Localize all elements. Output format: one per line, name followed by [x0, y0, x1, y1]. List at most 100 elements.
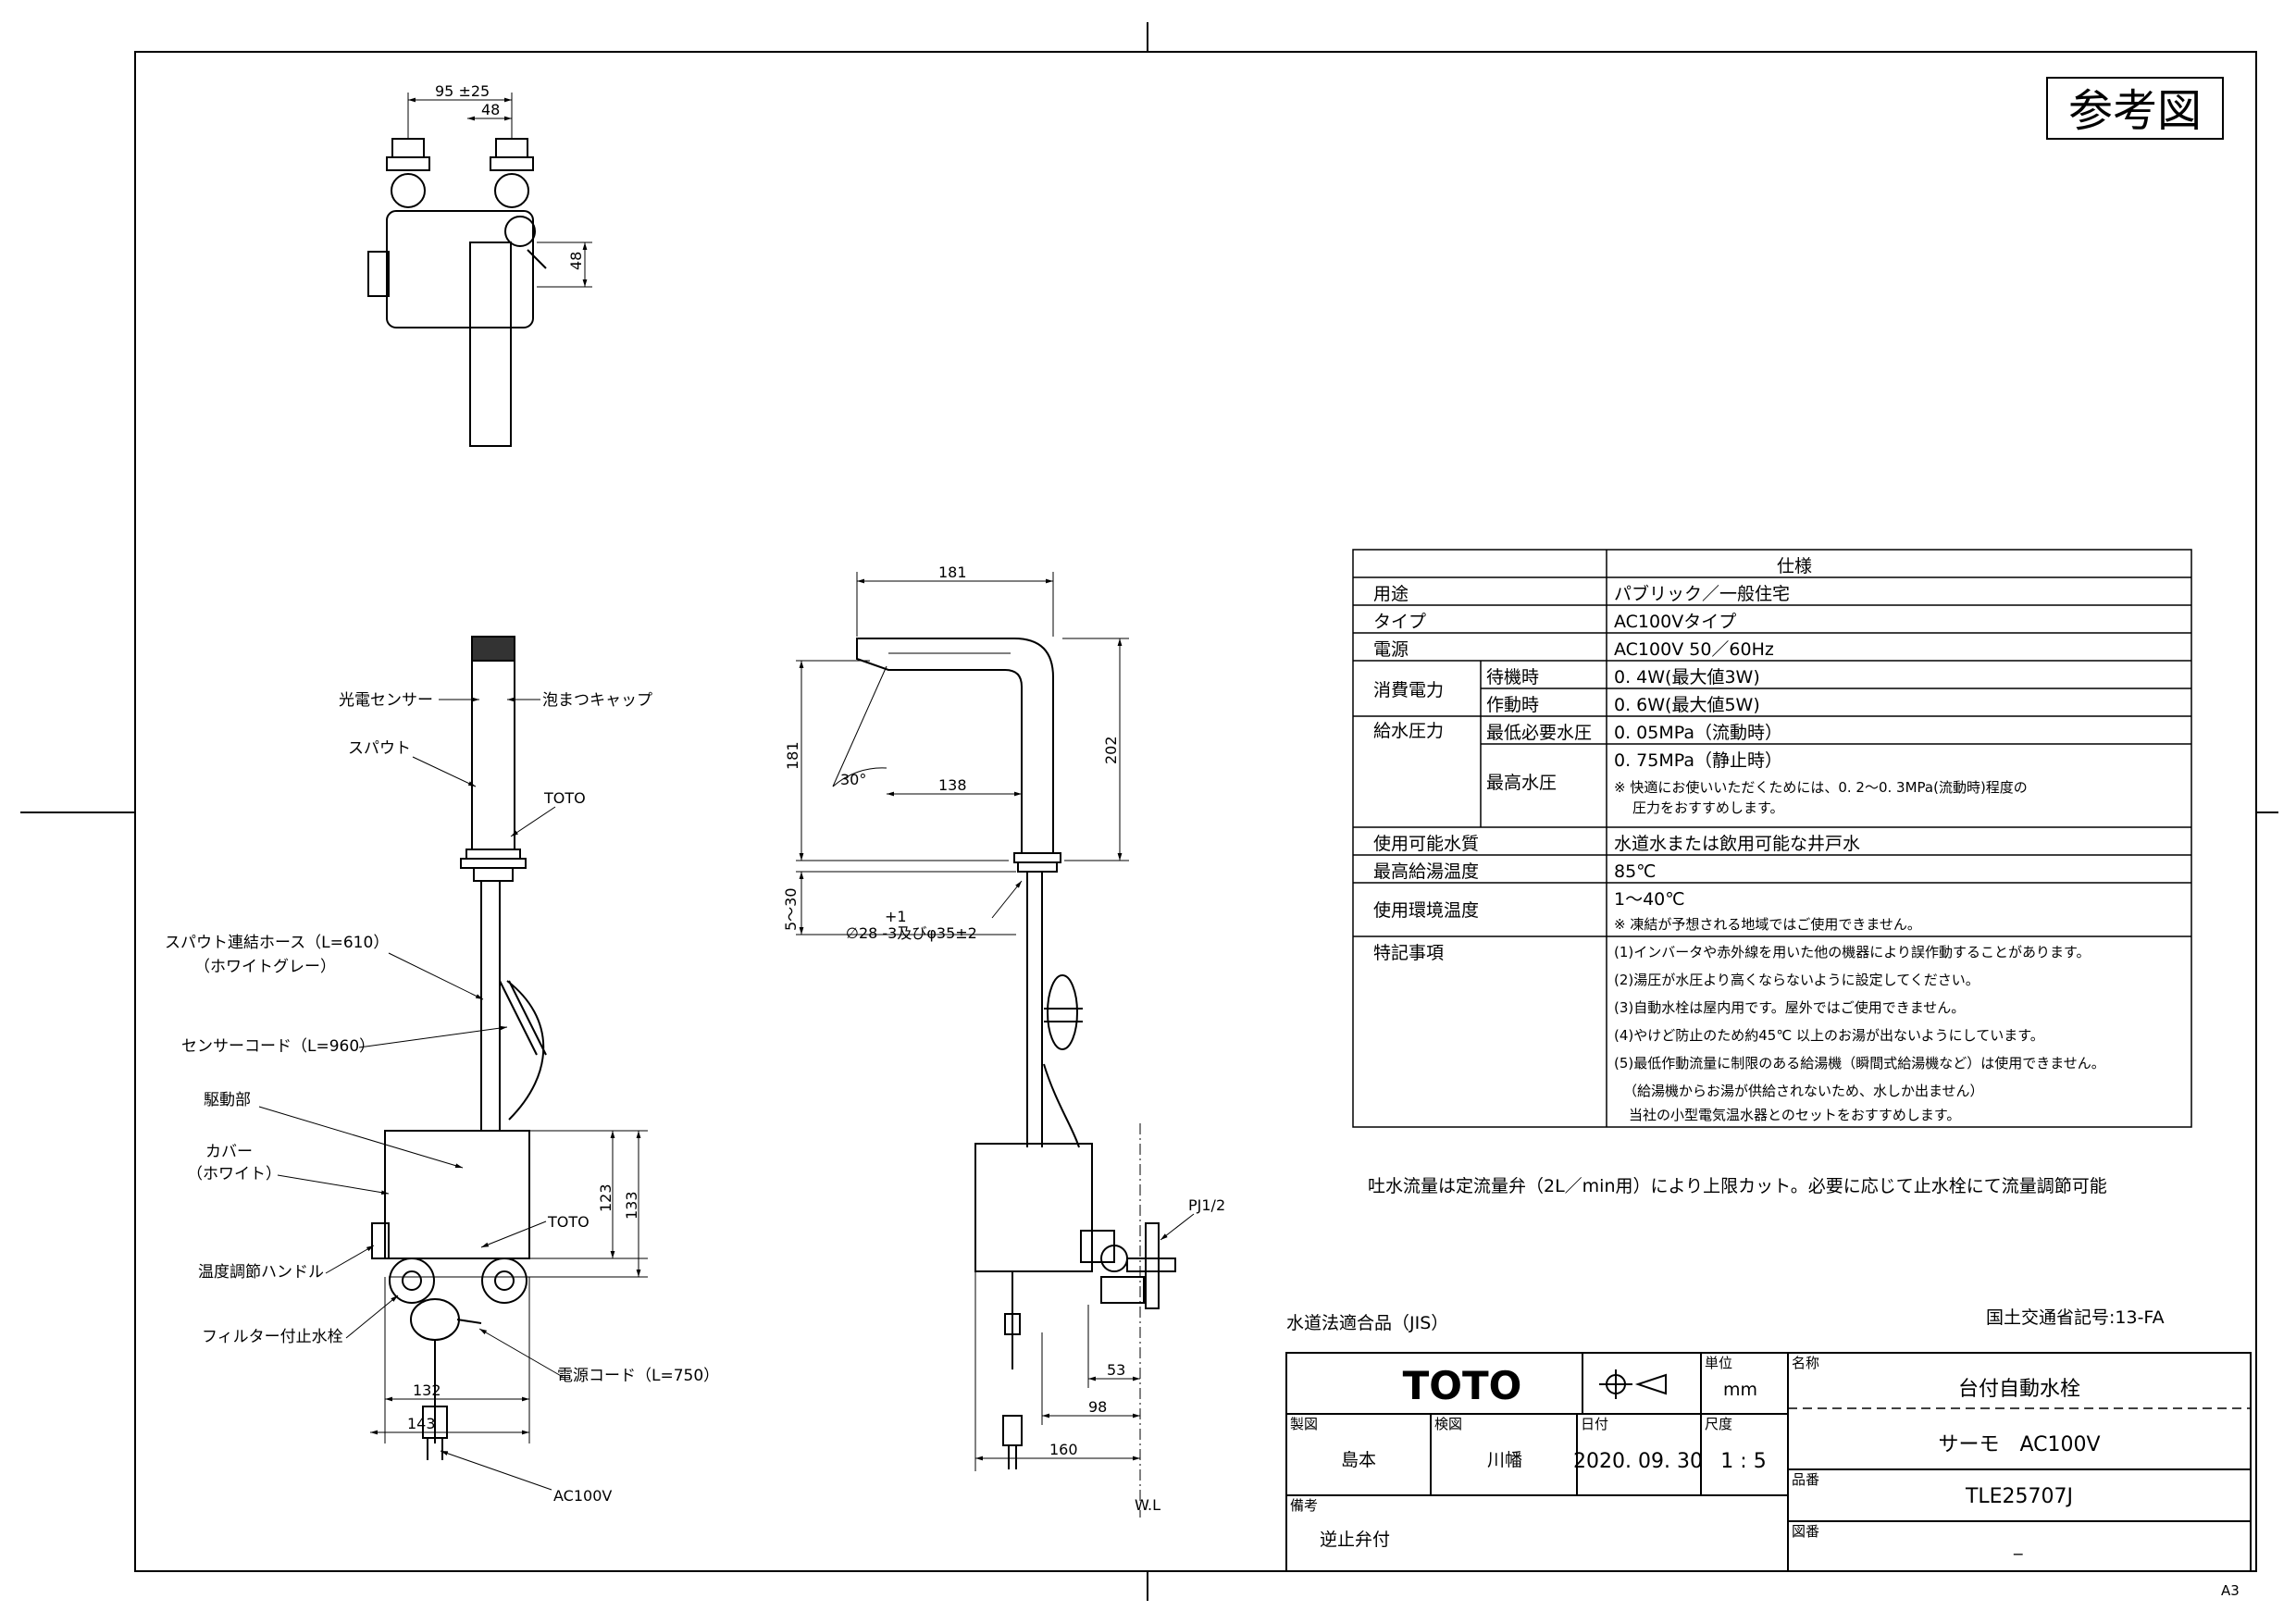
- spec-remark-line: （給湯機からお湯が供給されないため、水しか出ません）: [1623, 1083, 1984, 1099]
- spec-row-label: 用途: [1373, 584, 1409, 604]
- spec-env-temp-note: ※ 凍結が予想される地域ではご使用できません。: [1614, 916, 1921, 933]
- reference-stamp: 参考図: [2046, 77, 2224, 140]
- label-power-cord: 電源コード（L=750）: [557, 1367, 719, 1385]
- label-sensor: 光電センサー: [339, 691, 433, 710]
- spec-env-temp-label: 使用環境温度: [1373, 900, 1479, 921]
- spec-remark-line: (4)やけど防止のため約45℃ 以上のお湯が出ないようにしています。: [1614, 1027, 2044, 1044]
- spec-table: [1352, 549, 2192, 1128]
- spec-max-pressure-note: ※ 快適にお使いいただくためには、0. 2～0. 3MPa(流動時)程度の: [1614, 779, 2028, 796]
- spec-max-pressure-value: 0. 75MPa（静止時）: [1614, 750, 1782, 771]
- dim-height-left: 181: [784, 741, 801, 770]
- spec-header: 仕様: [1777, 556, 1812, 576]
- label-cover: カバー: [205, 1143, 253, 1161]
- front-view: [258, 636, 648, 1491]
- dim-160: 160: [1049, 1441, 1078, 1458]
- dim-123: 123: [597, 1183, 614, 1212]
- product-subname: サーモ AC100V: [1938, 1433, 2100, 1456]
- label-power: AC100V: [553, 1487, 612, 1505]
- label-logo-unit: TOTO: [547, 1213, 590, 1231]
- label-temp-handle: 温度調節ハンドル: [198, 1263, 324, 1282]
- spec-row-label: 電源: [1373, 639, 1409, 660]
- date-value: 2020. 09. 30: [1573, 1450, 1703, 1473]
- label-drive-unit: 駆動部: [204, 1091, 251, 1109]
- jis-note: 水道法適合品（JIS）: [1286, 1313, 1448, 1333]
- spec-min-pressure-value: 0. 05MPa（流動時）: [1614, 723, 1782, 743]
- scale-label: 尺度: [1705, 1416, 1732, 1432]
- spec-power-label: 消費電力: [1373, 680, 1444, 700]
- spec-water-value: 水道水または飲用可能な井戸水: [1614, 834, 1860, 854]
- dim-deck: 5～30: [782, 887, 800, 931]
- spec-remark-line: (1)インバータや赤外線を用いた他の機器により誤作動することがあります。: [1614, 944, 2090, 960]
- label-sensor-cord: センサーコード（L=960）: [181, 1037, 375, 1056]
- spec-row-label: タイプ: [1373, 612, 1426, 632]
- paper-size: A3: [2221, 1582, 2240, 1599]
- dim-reach: 138: [938, 776, 967, 794]
- mlit-code: 国土交通省記号:13-FA: [1986, 1307, 2165, 1328]
- unit-value: mm: [1723, 1380, 1757, 1400]
- dim-98: 98: [1088, 1398, 1107, 1416]
- checked-label: 検図: [1434, 1416, 1462, 1432]
- spec-standby-label: 待機時: [1486, 667, 1539, 688]
- label-stop-valve: フィルター付止水栓: [202, 1328, 343, 1346]
- sheet-border: [20, 22, 2278, 1601]
- spec-max-pressure-note: 圧力をおすすめします。: [1632, 799, 1784, 816]
- dim-53: 53: [1107, 1361, 1125, 1379]
- spec-max-pressure-label: 最高水圧: [1486, 773, 1557, 793]
- spec-operating-label: 作動時: [1486, 695, 1539, 715]
- spec-remark-line: (5)最低作動流量に制限のある給湯機（瞬間式給湯機など）は使用できません。: [1614, 1055, 2105, 1072]
- spec-hot-temp-label: 最高給湯温度: [1373, 861, 1479, 882]
- spec-min-pressure-label: 最低必要水圧: [1486, 723, 1592, 743]
- spec-operating-value: 0. 6W(最大値5W): [1614, 695, 1760, 715]
- label-aerator: 泡まつキャップ: [542, 691, 652, 710]
- dim-angle: 30°: [840, 771, 866, 788]
- spec-hot-temp-value: 85℃: [1614, 861, 1657, 882]
- dim-143: 143: [407, 1415, 436, 1432]
- spec-remark-line: (2)湯圧が水圧より高くならないように設定してください。: [1614, 972, 1980, 988]
- dim-height: 202: [1102, 736, 1120, 764]
- dim-top-reach: 181: [938, 564, 967, 581]
- spec-remarks-label: 特記事項: [1373, 943, 1444, 963]
- dim-depth: 48: [567, 252, 585, 270]
- spec-remark-line: 当社の小型電気温水器とのセットをおすすめします。: [1629, 1107, 1960, 1123]
- product-name: 台付自動水栓: [1958, 1378, 2080, 1401]
- flow-note: 吐水流量は定流量弁（2L／min用）により上限カット。必要に応じて止水栓にて流量…: [1368, 1176, 2107, 1196]
- side-view: [796, 572, 1195, 1518]
- dim-133: 133: [623, 1191, 640, 1220]
- spec-row-value: AC100V 50／60Hz: [1614, 639, 1774, 660]
- drawn-by: 島本: [1341, 1450, 1376, 1470]
- spec-water-label: 使用可能水質: [1373, 834, 1479, 854]
- dim-pitch: 95 ±25: [435, 82, 490, 100]
- spec-row-value: パブリック／一般住宅: [1614, 583, 1790, 604]
- spec-row-value: AC100Vタイプ: [1614, 612, 1736, 632]
- name-label: 名称: [1792, 1355, 1819, 1371]
- spec-pressure-label: 給水圧力: [1373, 721, 1444, 741]
- stamp-text: 参考図: [2068, 85, 2202, 137]
- label-hose-color: （ホワイトグレー）: [194, 958, 336, 976]
- drawing-no: _: [2013, 1535, 2023, 1555]
- date-label: 日付: [1581, 1416, 1608, 1432]
- spec-remark-line: (3)自動水栓は屋内用です。屋外ではご使用できません。: [1614, 999, 1965, 1016]
- unit-label: 単位: [1705, 1355, 1732, 1371]
- toto-logo: TOTO: [1403, 1363, 1522, 1408]
- label-cover-color: （ホワイト）: [187, 1165, 281, 1183]
- part-number: TLE25707J: [1965, 1485, 2073, 1508]
- remarks-label: 備考: [1290, 1497, 1318, 1514]
- drawing-no-label: 図番: [1792, 1523, 1819, 1540]
- remarks-value: 逆止弁付: [1320, 1530, 1390, 1550]
- title-block: [1285, 1352, 2252, 1572]
- top-view: [367, 93, 592, 447]
- label-hose: スパウト連結ホース（L=610）: [165, 934, 389, 952]
- checked-by: 川幡: [1487, 1450, 1522, 1470]
- label-logo-small: TOTO: [543, 789, 586, 807]
- dim-offset: 48: [481, 101, 500, 118]
- drawn-label: 製図: [1290, 1416, 1318, 1432]
- spec-standby-value: 0. 4W(最大値3W): [1614, 667, 1760, 688]
- dim-hole-tolerance: +1: [885, 908, 907, 925]
- spec-env-temp-value: 1～40℃: [1614, 889, 1685, 910]
- dim-132: 132: [413, 1381, 441, 1399]
- scale-value: 1 : 5: [1720, 1450, 1766, 1473]
- label-pj: PJ1/2: [1188, 1196, 1225, 1214]
- dim-hole: ∅28 -3及びφ35±2: [846, 924, 977, 942]
- label-spout: スパウト: [348, 739, 411, 758]
